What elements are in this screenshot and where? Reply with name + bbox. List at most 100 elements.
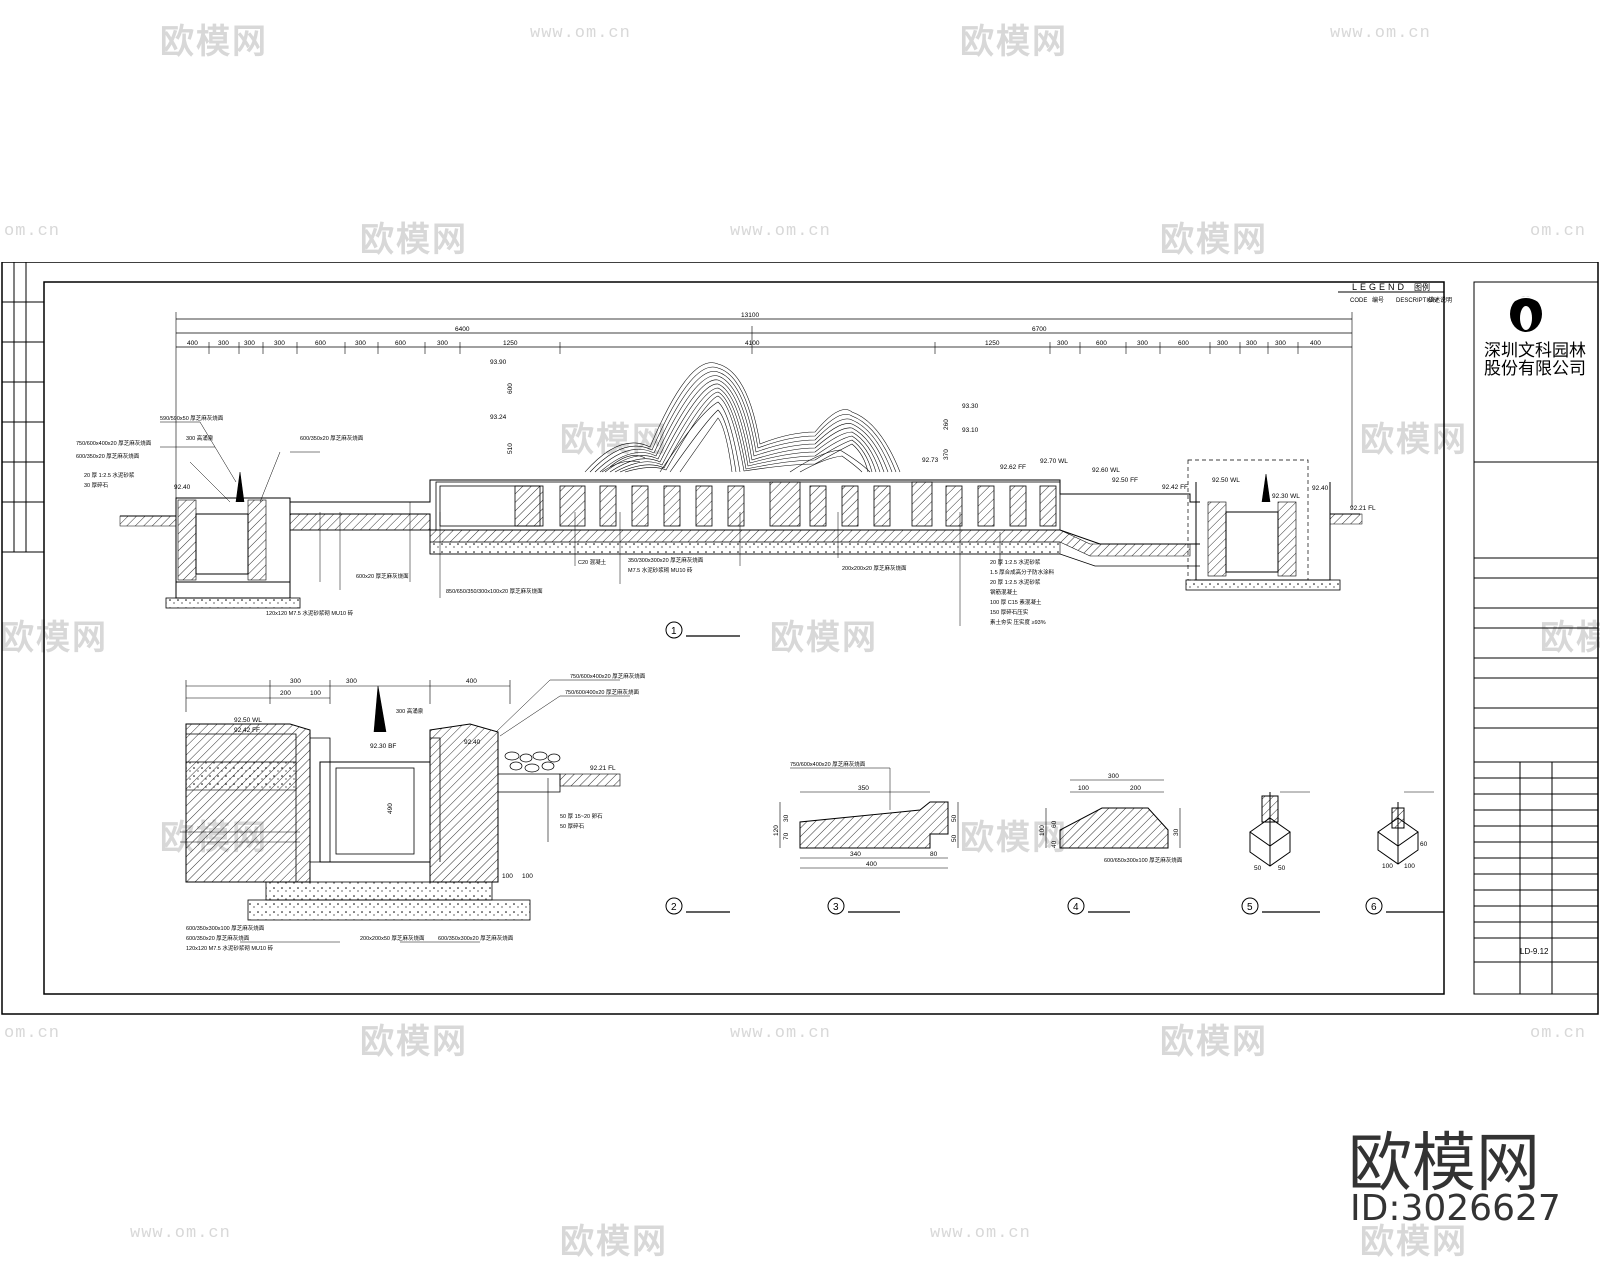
material-label: 600/350x300x100 厚芝麻灰烧面: [186, 924, 265, 932]
level: 92.30 WL: [1272, 493, 1300, 500]
material-label: 590/590x50 厚芝麻灰烧面: [160, 414, 224, 422]
detail-6-annotations: 100 100 60: [1382, 841, 1428, 870]
dim: 100: [502, 873, 513, 880]
section-1-labels: 590/590x50 厚芝麻灰烧面 750/600x400x20 厚芝麻灰烧面 …: [76, 414, 1055, 626]
sheet-number: LD-9.12: [1520, 947, 1549, 956]
leader-lines: [160, 421, 1001, 626]
dim-v: 510: [507, 443, 514, 454]
material-label: 600/350x20 厚芝麻灰烧面: [76, 452, 140, 460]
detail-5: [1249, 791, 1310, 867]
detail-4-annotations: 300 100 200 100 40 60 30 600/650x300x100…: [1039, 773, 1183, 864]
watermark-url: www.om.cn: [130, 1224, 231, 1243]
dim: 300: [290, 678, 301, 685]
material-label: 300 高涌泉: [186, 434, 214, 442]
level: 92.21 FL: [590, 765, 616, 772]
dim: 1250: [503, 340, 518, 347]
dim: 600: [315, 340, 326, 347]
detail-3: [779, 767, 959, 869]
dim: 100: [1404, 863, 1415, 870]
level: 92.70 WL: [1040, 458, 1068, 465]
material-label: 600/350x20 厚芝麻灰烧面: [186, 934, 250, 942]
footer-brand: 欧模网: [1348, 1127, 1540, 1201]
dim: 300: [1057, 340, 1068, 347]
level: 93.90: [490, 359, 507, 366]
binding-strip: [2, 262, 44, 553]
dim: 100: [1078, 785, 1089, 792]
level: 93.30: [962, 403, 979, 410]
footer-id: ID:3026627: [1350, 1188, 1561, 1229]
material-label: 600/650x300x100 厚芝麻灰烧面: [1104, 856, 1183, 864]
dim: 300: [355, 340, 366, 347]
level: 92.42 FF: [1162, 484, 1188, 491]
material-label: 20 厚 1:2.5 水泥砂浆: [990, 558, 1041, 566]
material-label: 30 厚碎石: [84, 481, 109, 489]
dim: 300: [1108, 773, 1119, 780]
material-label: M7.5 水泥砂浆砌 MU10 砖: [628, 566, 693, 574]
level: 92.40: [1312, 485, 1329, 492]
section-2-annotations: 300 300 400 200 100 490 100 100 92.50 WL…: [234, 678, 616, 880]
legend-code-cn: 编号: [1372, 296, 1384, 304]
material-label: 200x200x20 厚芝麻灰烧面: [842, 564, 907, 572]
watermark-logo: 欧模网: [360, 220, 468, 260]
dim: 300: [218, 340, 229, 347]
dim: 300: [244, 340, 255, 347]
dim: 340: [850, 851, 861, 858]
dim: 600: [395, 340, 406, 347]
watermark-logo: 欧模网: [960, 22, 1068, 62]
material-label: 20 厚 1:2.5 水泥砂浆: [990, 578, 1041, 586]
dim: 400: [466, 678, 477, 685]
dim: 400: [866, 861, 877, 868]
section-number: 5: [1247, 902, 1253, 913]
dim-v: 60: [1051, 820, 1058, 828]
material-label: 750/600x400x20 厚芝麻灰烧面: [790, 760, 866, 768]
dim: 50: [1254, 865, 1262, 872]
dim: 100: [310, 690, 321, 697]
level: 92.40: [174, 484, 191, 491]
dim: 300: [346, 678, 357, 685]
section-2: [180, 679, 630, 943]
material-label: 120x120 M7.5 水泥砂浆砌 MU10 砖: [186, 944, 274, 952]
dim-v: 490: [387, 803, 394, 814]
material-label: 1.5 厚合成高分子防水涂料: [990, 568, 1055, 576]
material-label: 850/650/350/300x100x20 厚芝麻灰烧面: [446, 587, 543, 595]
dim: 80: [930, 851, 938, 858]
dim: 4100: [745, 340, 760, 347]
section-number: 1: [671, 626, 677, 637]
dim: 200: [280, 690, 291, 697]
watermark-logo: 欧模网: [960, 818, 1068, 858]
dim-v: 260: [943, 419, 950, 430]
watermark-logo: 欧模网: [1360, 420, 1468, 460]
material-label: 300 高涌泉: [396, 707, 424, 715]
watermark-url: www.om.cn: [930, 1224, 1031, 1243]
material-label: 750/600x400x20 厚芝麻灰烧面: [570, 672, 646, 680]
sheet-border: [1, 262, 1599, 1015]
legend-description-cn: 描述说明: [1428, 296, 1452, 304]
legend-title-cn: 图例: [1414, 282, 1430, 292]
dim-v: 370: [943, 449, 950, 460]
watermark-url: www.om.cn: [1330, 24, 1431, 43]
watermark-logo: 欧模网: [1540, 618, 1600, 658]
level: 92.21 FL: [1350, 505, 1376, 512]
material-label: C20 混凝土: [578, 558, 607, 566]
section-1-annotations: 13100 6400 6700 400 300 300 300 600 300 …: [174, 312, 1376, 512]
section-2-labels: 750/600x400x20 厚芝麻灰烧面 750/600/400x20 厚芝麻…: [186, 672, 646, 952]
level: 92.73: [922, 457, 939, 464]
dim: 50: [1278, 865, 1286, 872]
drawing-sheet: LEGEND 图例 CODE 编号 DESCRIPTION 描述说明 深圳文科园…: [1, 262, 1599, 1015]
section-2-leaders: [180, 679, 630, 943]
section-1: [119, 312, 1363, 626]
company-logo-icon: [1510, 296, 1542, 332]
dimension-ticks: [208, 342, 1299, 354]
material-label: 120x120 M7.5 水泥砂浆砌 MU10 砖: [266, 609, 354, 617]
dim-v: 50: [951, 814, 958, 822]
detail-6-tag: 6: [1365, 897, 1444, 915]
level: 93.10: [962, 427, 979, 434]
detail-4-tag: 4: [1067, 897, 1130, 915]
section-number: 2: [671, 902, 677, 913]
material-label: 20 厚 1:2.5 水泥砂浆: [84, 471, 135, 479]
watermark-logo: 欧模网: [1360, 1222, 1468, 1262]
level: 92.42 FF: [234, 727, 260, 734]
watermark-url: www.om.cn: [730, 1024, 831, 1043]
dim: 1250: [985, 340, 1000, 347]
watermark-logo: 欧模网: [1160, 220, 1268, 260]
